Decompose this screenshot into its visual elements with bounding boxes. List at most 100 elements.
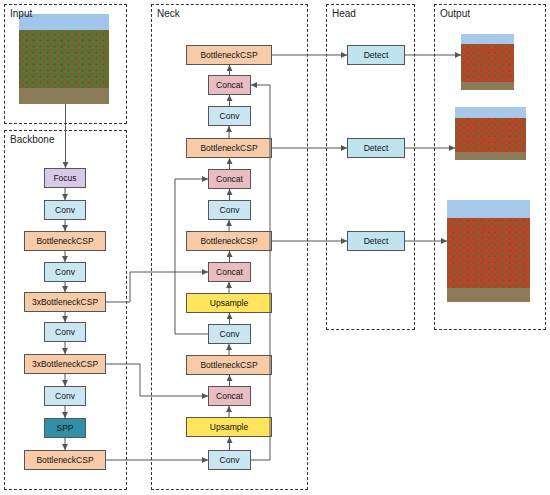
connector-arrow: [65, 220, 66, 231]
foliage: [19, 30, 109, 90]
box-label: Conv: [55, 327, 75, 337]
output-arrow: [405, 241, 447, 242]
box-label: BottleneckCSP: [200, 143, 257, 153]
connector-arrow: [65, 188, 66, 200]
region-heading: Input: [10, 8, 32, 19]
box-label: Conv: [55, 205, 75, 215]
connector-arrow: [229, 375, 230, 386]
connector-arrow: [229, 406, 230, 417]
detections: [461, 44, 514, 82]
connector-arrow: [229, 251, 230, 262]
ground: [461, 82, 514, 90]
concat-box: Concat: [208, 386, 251, 406]
csp-box: BottleneckCSP: [24, 231, 106, 251]
upsample-box: Upsample: [186, 417, 272, 437]
connector-arrow: [106, 272, 208, 302]
connector-arrow: [65, 342, 66, 354]
apples: [447, 218, 530, 288]
output-photo: [447, 200, 530, 302]
detect-box: Detect: [347, 138, 405, 158]
connector-arrow: [65, 438, 66, 450]
ground: [447, 288, 530, 302]
sky: [19, 14, 109, 104]
box-label: BottleneckCSP: [36, 236, 93, 246]
box-label: BottleneckCSP: [200, 50, 257, 60]
connector-arrow: [229, 437, 230, 450]
csp-box: BottleneckCSP: [186, 355, 272, 375]
box-label: BottleneckCSP: [200, 360, 257, 370]
detect-box: Detect: [347, 45, 405, 65]
region-box: Output: [434, 4, 546, 330]
apples: [19, 30, 109, 90]
connector-arrow: [229, 189, 230, 200]
box-label: Concat: [216, 174, 243, 184]
region-box: BackboneFocusConvBottleneckCSPConv3xBott…: [4, 130, 127, 490]
trunks: [447, 218, 530, 288]
connector-arrow: [272, 241, 347, 242]
csp-box: BottleneckCSP: [186, 45, 272, 65]
box-label: BottleneckCSP: [36, 455, 93, 465]
csp-box: BottleneckCSP: [24, 450, 106, 470]
conv-box: Conv: [44, 322, 86, 342]
connector-arrow: [229, 344, 230, 355]
conv-box: Conv: [208, 324, 251, 344]
upsample-box: Upsample: [186, 293, 272, 313]
connector-arrow: [229, 65, 230, 75]
foliage: [461, 44, 514, 82]
detections: [447, 218, 530, 288]
connector-arrow: [251, 85, 270, 460]
region-heading: Head: [332, 8, 356, 19]
conv-box: Conv: [208, 106, 251, 126]
csp-box: 3xBottleneckCSP: [24, 292, 106, 312]
box-label: Conv: [220, 111, 240, 121]
box-label: Detect: [364, 50, 389, 60]
sky: [447, 200, 530, 302]
region-box: Input: [4, 4, 127, 124]
csp-box: BottleneckCSP: [186, 138, 272, 158]
connector-arrow: [106, 460, 208, 461]
connector-arrow: [65, 251, 66, 262]
connector-arrow: [272, 148, 347, 149]
box-label: Concat: [216, 80, 243, 90]
concat-box: Concat: [208, 75, 251, 95]
connector-arrow: [229, 220, 230, 231]
sky: [461, 34, 514, 90]
region-heading: Output: [440, 8, 470, 19]
box-label: Focus: [53, 173, 76, 183]
connector-arrow: [229, 126, 230, 138]
apples: [455, 118, 526, 152]
conv-box: Conv: [44, 262, 86, 282]
region-box: HeadDetectDetectDetect: [326, 4, 415, 330]
connector-arrow: [175, 179, 208, 334]
connector-arrow: [106, 364, 208, 396]
connector-arrow: [272, 55, 347, 56]
conv-box: Conv: [44, 200, 86, 220]
conv-box: Conv: [208, 450, 251, 470]
box-label: SPP: [56, 423, 73, 433]
csp-box: 3xBottleneckCSP: [24, 354, 106, 374]
output-photo: [461, 34, 514, 90]
connector-arrow: [65, 406, 66, 418]
csp-box: BottleneckCSP: [186, 231, 272, 251]
connector-arrow: [65, 312, 66, 322]
box-label: Conv: [220, 205, 240, 215]
box-label: Conv: [220, 329, 240, 339]
box-label: 3xBottleneckCSP: [32, 297, 98, 307]
connector-arrow: [229, 282, 230, 293]
foliage: [447, 218, 530, 288]
connector-arrow: [65, 282, 66, 292]
detections: [455, 118, 526, 152]
connector-arrow: [229, 313, 230, 324]
output-arrow: [405, 148, 455, 149]
concat-box: Concat: [208, 169, 251, 189]
sky: [455, 107, 526, 160]
region-heading: Backbone: [10, 134, 54, 145]
box-label: Conv: [55, 391, 75, 401]
concat-box: Concat: [208, 262, 251, 282]
input-photo: [19, 14, 109, 104]
connector-arrow: [65, 124, 66, 168]
box-label: Conv: [55, 267, 75, 277]
conv-box: Conv: [44, 386, 86, 406]
